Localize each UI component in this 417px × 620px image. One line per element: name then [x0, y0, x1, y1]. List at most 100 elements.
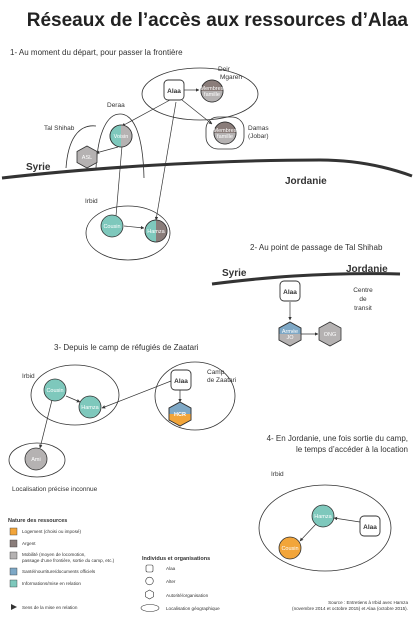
- place-irbid-3: Irbid: [22, 373, 35, 380]
- edge-s3-cousin-ami: [39, 399, 53, 449]
- border-line-section2: [211, 272, 401, 286]
- node-irbid-hamza: Hamza: [144, 219, 168, 243]
- legend-item-alter: Alter: [166, 579, 176, 584]
- svg-text:ONG: ONG: [324, 332, 337, 338]
- svg-text:Alaa: Alaa: [174, 378, 188, 385]
- svg-text:Ami: Ami: [31, 457, 40, 463]
- node-s2-ong: ONG: [318, 321, 342, 347]
- section2-heading: 2- Au point de passage de Tal Shihab: [250, 243, 383, 252]
- label-jordanie-2: Jordanie: [346, 264, 388, 275]
- zone-irbid: [85, 205, 171, 261]
- legend-icon-autorite: [145, 589, 154, 600]
- node-s3-ami: Ami: [24, 447, 48, 471]
- zone-deir-mgaren: [141, 67, 259, 121]
- legend-item-information: Informations/mise en relation: [22, 581, 81, 586]
- edge-deraa-irbid: [115, 142, 125, 217]
- place-unknown: Localisation précise inconnue: [12, 486, 98, 493]
- node-tal-asl: ASL: [76, 145, 98, 169]
- node-alaa-2: Alaa: [279, 280, 301, 302]
- edge-s3-alaa-hamza: [101, 380, 172, 409]
- section1-heading: 1- Au moment du départ, pour passer la f…: [10, 48, 183, 57]
- legend-swatch-mobilite: [9, 551, 18, 560]
- svg-text:ASL: ASL: [82, 155, 92, 161]
- svg-text:Hamza: Hamza: [81, 405, 99, 411]
- legend-resources: Nature des ressources Logement (choisi o…: [8, 518, 115, 610]
- node-s3-hamza: Hamza: [78, 395, 102, 419]
- svg-text:Cousin: Cousin: [46, 388, 63, 394]
- legend-resources-title: Nature des ressources: [8, 518, 67, 524]
- legend-arrow-icon: [11, 604, 17, 610]
- svg-text:Alaa: Alaa: [363, 524, 377, 531]
- source-note: Source : Entretiens à Irbid avec Hamza(n…: [292, 600, 408, 611]
- legend-individuals: Individus et organisations Alaa Alter Au…: [140, 556, 220, 612]
- node-alaa-1: Alaa: [163, 79, 185, 101]
- svg-text:Alaa: Alaa: [167, 88, 181, 95]
- legend-icon-alter: [145, 576, 154, 586]
- page-title: Réseaux de l’accès aux ressources d’Alaa: [27, 10, 409, 31]
- place-irbid-4: Irbid: [271, 471, 284, 478]
- zone-irbid-3: [30, 364, 120, 426]
- node-alaa-4: Alaa: [359, 515, 381, 537]
- svg-text:Voisin: Voisin: [114, 134, 129, 140]
- label-syrie-2: Syrie: [222, 268, 247, 279]
- edge-s3-cousin-hamza: [65, 395, 81, 403]
- legend-icon-localisation: [140, 604, 160, 612]
- legend-item-sense: Sens de la mise en relation: [22, 605, 78, 610]
- section4-heading: 4- En Jordanie, une fois sortie du camp,…: [267, 434, 408, 454]
- label-jordanie-1: Jordanie: [285, 176, 327, 187]
- edge-s4-hamza-cousin: [299, 523, 317, 542]
- node-s4-cousin: Cousin: [278, 536, 302, 560]
- legend-item-sante: Santé/nourriture/documents officiels: [22, 569, 96, 574]
- zone-damas: [205, 116, 245, 150]
- node-s3-hcr: HCR: [168, 401, 192, 427]
- edge-alaa-damas: [181, 99, 213, 125]
- svg-text:Alaa: Alaa: [283, 289, 297, 296]
- legend-item-logement: Logement (choisi ou imposé): [22, 529, 81, 534]
- legend-item-mobilite: Mobilité (moyen de locomotion,passage d’…: [22, 552, 115, 563]
- node-s4-hamza: Hamza: [311, 504, 335, 528]
- legend-icon-alaa: [145, 564, 154, 573]
- node-irbid-cousin: Cousin: [100, 214, 124, 238]
- zone-zaatari: [154, 361, 236, 431]
- svg-text:Cousin: Cousin: [281, 546, 298, 552]
- zone-deraa: [95, 113, 145, 179]
- place-damas: Damas(Jobar): [248, 125, 269, 140]
- legend-swatch-sante: [9, 567, 18, 576]
- label-syrie-1: Syrie: [26, 162, 51, 173]
- place-tal-shihab: Tal Shihab: [44, 125, 75, 132]
- legend-item-localisation: Localisation géographique: [166, 606, 220, 611]
- zone-irbid-4: [258, 484, 392, 572]
- border-line-section1: [1, 158, 413, 180]
- legend-swatch-logement: [9, 527, 18, 536]
- node-deraa-voisin: Voisin: [109, 124, 133, 148]
- legend-item-autorite: Autorité/organisation: [166, 593, 209, 598]
- legend-item-argent: Argent: [22, 541, 36, 546]
- zone-unknown: [8, 442, 66, 478]
- svg-text:Hamza: Hamza: [147, 229, 165, 235]
- edge-s4-alaa-hamza: [333, 516, 361, 523]
- edge-alaa-deraa: [121, 99, 171, 127]
- legend-swatch-argent: [9, 539, 18, 548]
- place-deraa: Deraa: [107, 102, 125, 109]
- legend-swatch-information: [9, 579, 18, 588]
- svg-text:Cousin: Cousin: [103, 224, 120, 230]
- legend-individuals-title: Individus et organisations: [142, 556, 210, 562]
- node-alaa-3: Alaa: [170, 369, 192, 391]
- svg-text:HCR: HCR: [174, 412, 186, 418]
- place-irbid-1: Irbid: [85, 198, 98, 205]
- node-s3-cousin: Cousin: [43, 378, 67, 402]
- legend-item-alaa: Alaa: [166, 566, 176, 571]
- edge-deraa-tal: [95, 146, 119, 154]
- edge-irbid-internal: [123, 225, 145, 230]
- zone-tal-shihab: [65, 125, 97, 169]
